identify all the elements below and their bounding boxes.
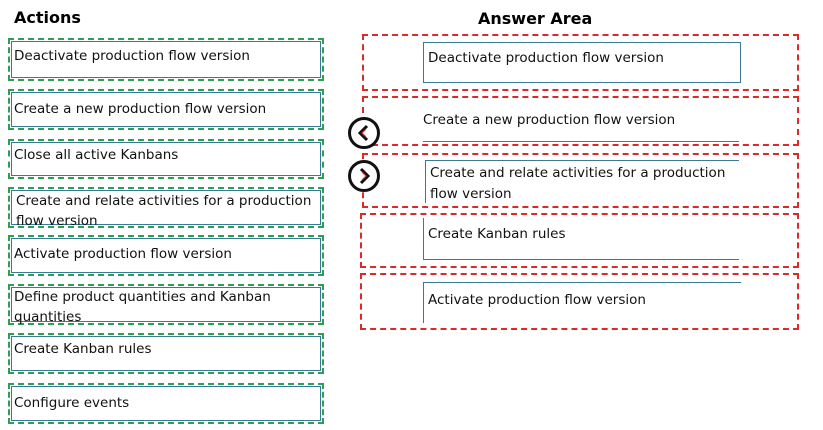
action-item-label: Activate production flow version	[14, 246, 232, 262]
action-item-label: Create Kanban rules	[14, 341, 152, 357]
action-item-configure-events[interactable]: Configure events	[8, 383, 324, 424]
answer-area-heading: Answer Area	[478, 9, 593, 28]
action-item-label-line1: Create and relate activities for a produ…	[16, 193, 312, 209]
action-item-label: Configure events	[14, 395, 130, 411]
answer-item-label-line2: flow version	[430, 186, 512, 202]
answer-item-create-kanban-rules[interactable]: Create Kanban rules	[423, 218, 739, 260]
action-item-label-line2: quantities	[14, 309, 82, 325]
action-item-create-relate-activities[interactable]: Create and relate activities for a produ…	[8, 187, 324, 229]
action-item-create-kanban-rules[interactable]: Create Kanban rules	[8, 333, 324, 374]
move-left-button[interactable]	[348, 117, 380, 149]
answer-item-label-line1: Create and relate activities for a produ…	[430, 165, 726, 181]
action-item-deactivate[interactable]: Deactivate production flow version	[8, 38, 324, 81]
action-item-label: Create a new production flow version	[14, 101, 267, 117]
answer-slot-4[interactable]	[360, 213, 799, 268]
answer-item-create-new-version[interactable]: Create a new production flow version	[423, 101, 739, 142]
action-item-activate[interactable]: Activate production flow version	[8, 235, 324, 276]
action-item-close-kanbans[interactable]: Close all active Kanbans	[8, 139, 324, 179]
answer-slot-1[interactable]	[362, 34, 799, 91]
answer-item-label: Deactivate production flow version	[428, 50, 664, 66]
answer-item-create-relate-activities[interactable]: Create and relate activities for a produ…	[425, 160, 739, 203]
chevron-right-icon	[359, 167, 371, 185]
action-item-label: Close all active Kanbans	[14, 147, 179, 163]
answer-item-label: Create Kanban rules	[428, 226, 566, 242]
move-right-button[interactable]	[348, 160, 380, 192]
action-item-create-new-version[interactable]: Create a new production flow version	[8, 89, 324, 130]
answer-item-activate[interactable]: Activate production flow version	[423, 282, 741, 323]
action-item-label: Deactivate production flow version	[14, 48, 250, 64]
answer-item-label: Create a new production flow version	[423, 112, 676, 128]
action-item-label-line2: flow version	[16, 213, 98, 229]
action-item-define-quantities[interactable]: Define product quantities and Kanban qua…	[8, 284, 324, 325]
action-item-label-line1: Define product quantities and Kanban	[14, 289, 271, 305]
answer-item-deactivate[interactable]: Deactivate production flow version	[423, 42, 741, 83]
answer-item-label: Activate production flow version	[428, 292, 646, 308]
answer-slot-5[interactable]	[360, 273, 799, 330]
chevron-left-icon	[357, 124, 369, 142]
actions-heading: Actions	[14, 8, 81, 27]
